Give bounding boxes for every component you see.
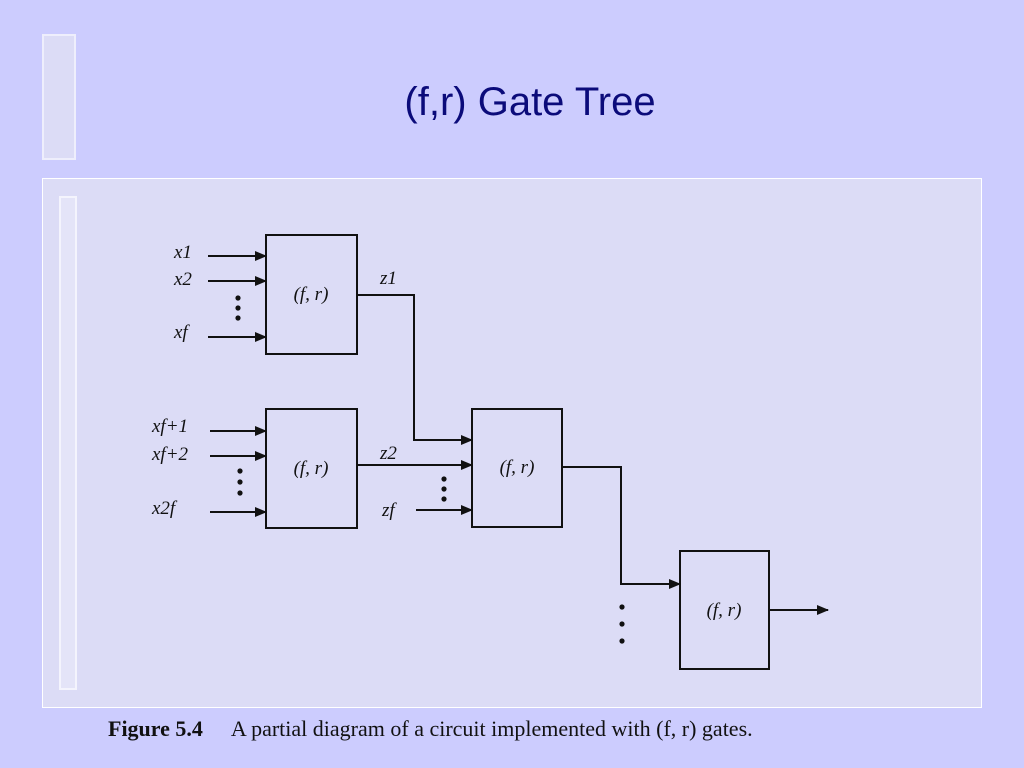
ellipsis-tree-continuation	[619, 604, 625, 644]
figure-panel-bar	[59, 196, 77, 690]
gate-1-label: (f, r)	[294, 284, 329, 305]
gate-4-label: (f, r)	[707, 600, 742, 621]
gate-2-box	[265, 408, 358, 529]
input-label-x2: x2	[173, 269, 192, 290]
figure-caption-text: A partial diagram of a circuit implement…	[230, 716, 753, 741]
gate-2-label: (f, r)	[294, 458, 329, 479]
figure-caption: Figure 5.4 A partial diagram of a circuit…	[108, 716, 988, 742]
ellipsis-gate3-inputs	[441, 476, 447, 502]
wire-label-z1: z1	[379, 268, 397, 289]
slide-side-bar	[42, 34, 76, 160]
input-label-xf2: xf+2	[151, 444, 189, 465]
figure-number: Figure 5.4	[108, 716, 203, 741]
slide-title: (f,r) Gate Tree	[404, 80, 656, 124]
ellipsis-gate1-inputs	[235, 295, 241, 321]
input-label-x2f: x2f	[151, 498, 178, 519]
input-label-xf1: xf+1	[151, 416, 188, 437]
ellipsis-gate2-inputs	[237, 468, 243, 496]
figure-panel	[42, 178, 982, 708]
wire-label-zf: zf	[381, 500, 397, 521]
gate-3-label: (f, r)	[500, 457, 535, 478]
input-label-xf: xf	[173, 322, 190, 343]
wire-gate3-output	[562, 466, 681, 589]
wire-label-z2: z2	[379, 443, 397, 464]
wire-z1	[357, 294, 473, 445]
input-label-x1: x1	[173, 242, 192, 263]
